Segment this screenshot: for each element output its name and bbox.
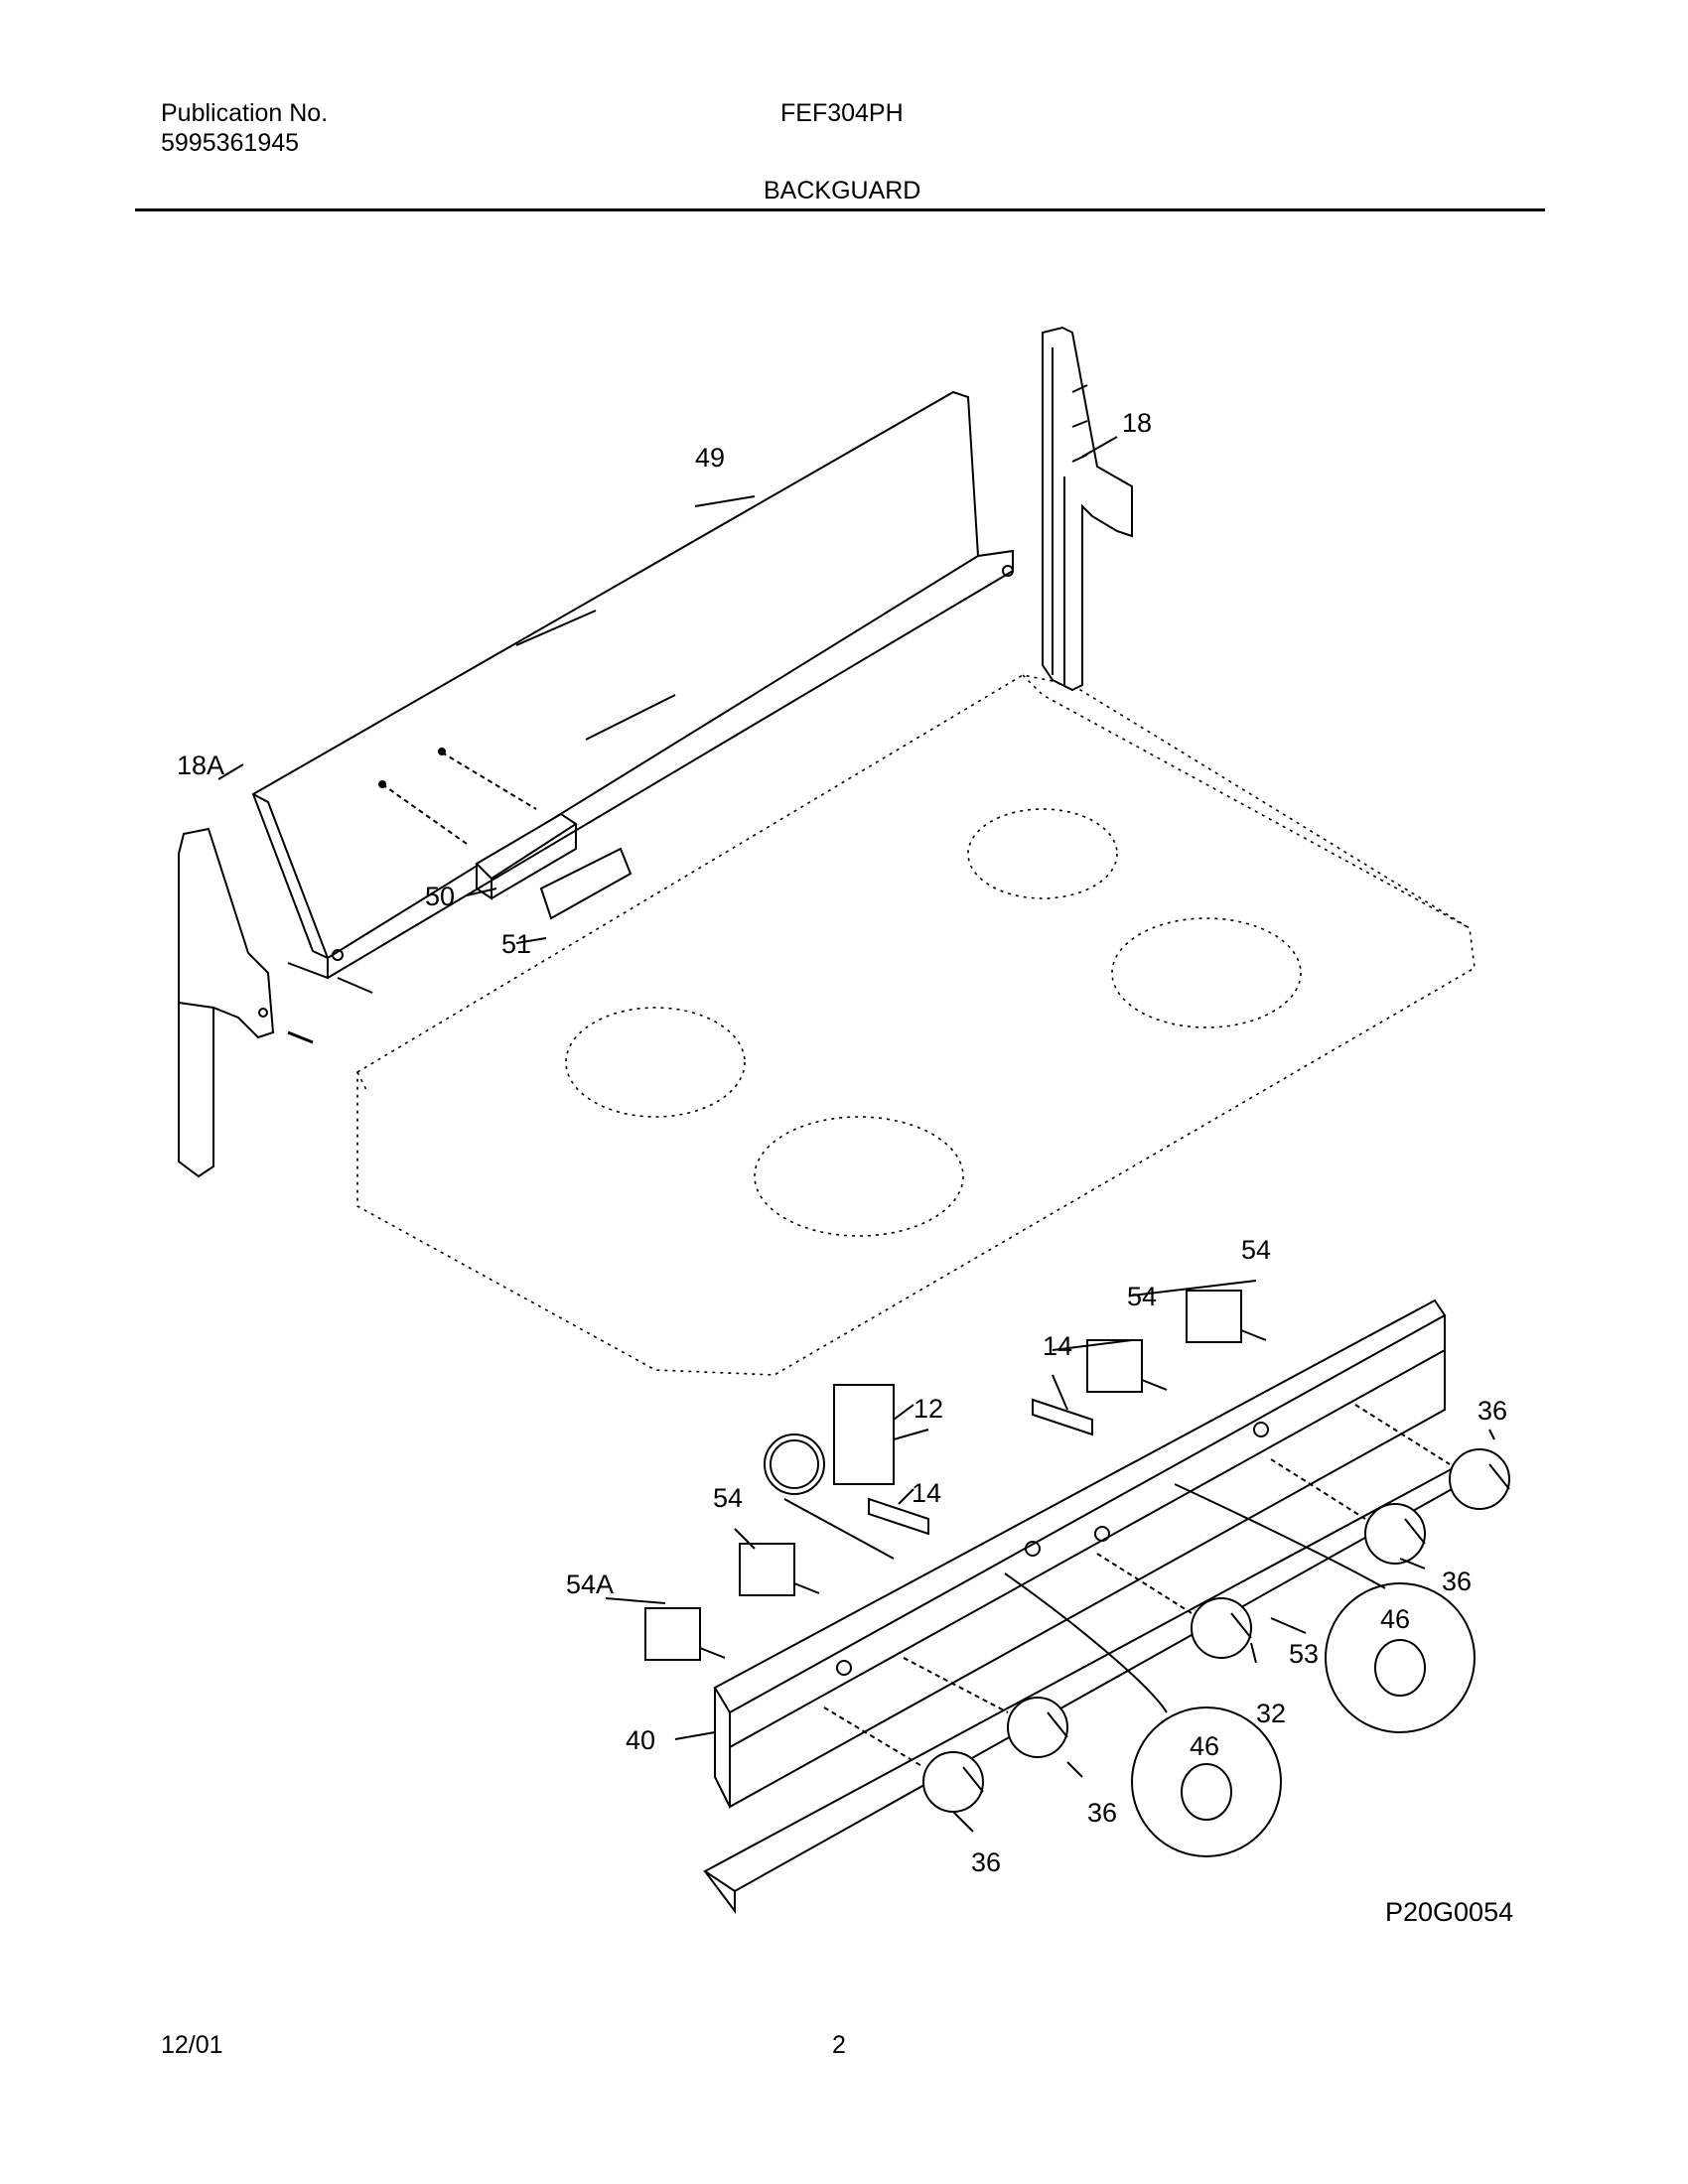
knob-detail-1 <box>1174 1483 1476 1733</box>
callout-51: 51 <box>501 929 531 959</box>
callout-54-mid: 54 <box>1127 1282 1157 1311</box>
knobs <box>922 1448 1510 1813</box>
callout-54-top: 54 <box>1241 1235 1271 1265</box>
callout-36-right: 36 <box>1477 1396 1507 1426</box>
end-cap-right <box>1042 326 1133 692</box>
callout-32: 32 <box>1256 1699 1286 1728</box>
section-title: BACKGUARD <box>764 177 921 205</box>
callout-36-second: 36 <box>1442 1567 1472 1596</box>
switch-2 <box>1086 1339 1143 1393</box>
page-number: 2 <box>832 2031 846 2059</box>
publication-number: 5995361945 <box>161 129 300 157</box>
indicator-lamp-1 <box>1032 1398 1093 1436</box>
callout-14-top: 14 <box>1043 1331 1072 1361</box>
callout-14-bottom: 14 <box>912 1478 941 1508</box>
switch-3 <box>739 1543 795 1596</box>
callout-49: 49 <box>695 443 725 473</box>
overlay-label <box>539 847 633 920</box>
publication-label: Publication No. <box>161 99 329 127</box>
callout-54-left: 54 <box>713 1483 743 1513</box>
switch-1 <box>1186 1290 1242 1343</box>
model-number: FEF304PH <box>780 99 904 127</box>
callout-36-third: 36 <box>1087 1798 1117 1828</box>
callout-46-right: 46 <box>1380 1604 1410 1634</box>
callout-36-bottom: 36 <box>971 1847 1001 1877</box>
switch-54a <box>644 1607 701 1661</box>
callout-46-left: 46 <box>1190 1731 1219 1761</box>
display-lens <box>475 812 578 900</box>
callout-12: 12 <box>914 1394 943 1424</box>
knob-detail-2 <box>1004 1572 1282 1857</box>
control-panel <box>713 1298 1447 1809</box>
figure-code: P20G0054 <box>1385 1897 1513 1927</box>
end-cap-left <box>178 827 373 1178</box>
callout-54a: 54A <box>566 1570 614 1599</box>
cooktop-outline <box>356 674 1476 1376</box>
callout-53: 53 <box>1289 1639 1319 1669</box>
backguard-panel <box>251 390 1014 980</box>
callout-18: 18 <box>1122 408 1152 438</box>
footer-date: 12/01 <box>161 2031 223 2059</box>
callout-50: 50 <box>425 882 455 911</box>
indicator-lamp-2 <box>868 1497 929 1536</box>
header-rule <box>135 208 1545 211</box>
callout-18a: 18A <box>177 751 224 780</box>
callout-40: 40 <box>626 1725 655 1755</box>
thermostat-switch <box>764 1384 929 1560</box>
